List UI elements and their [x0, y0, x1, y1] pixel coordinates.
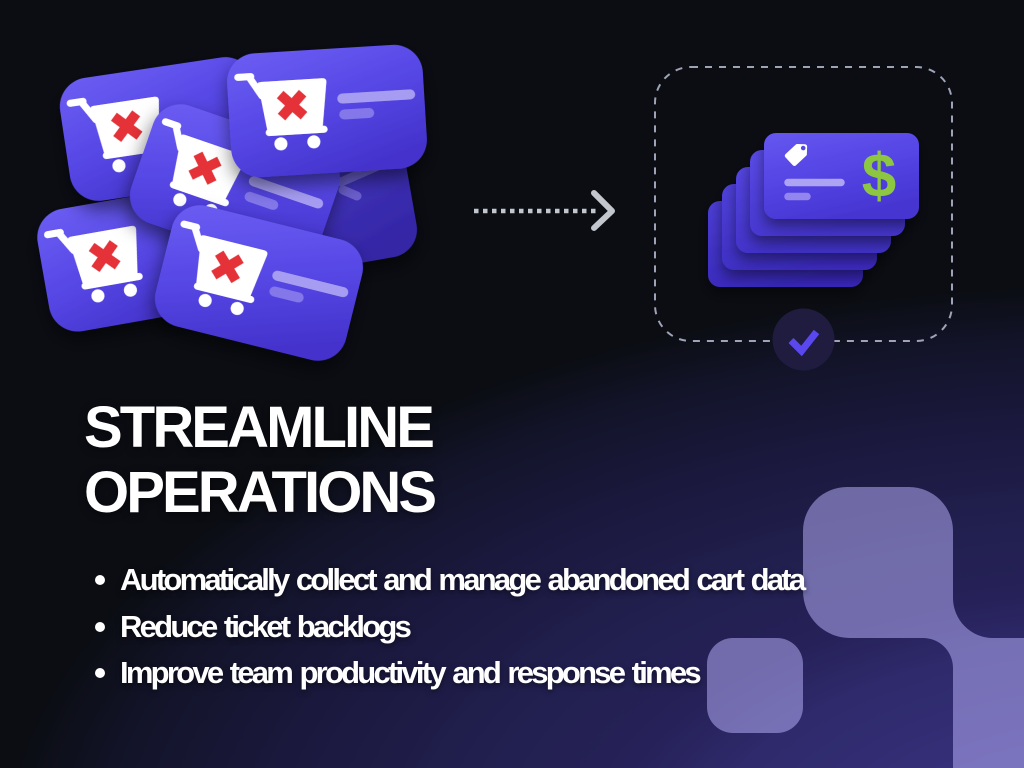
svg-text:$: $	[862, 142, 896, 211]
